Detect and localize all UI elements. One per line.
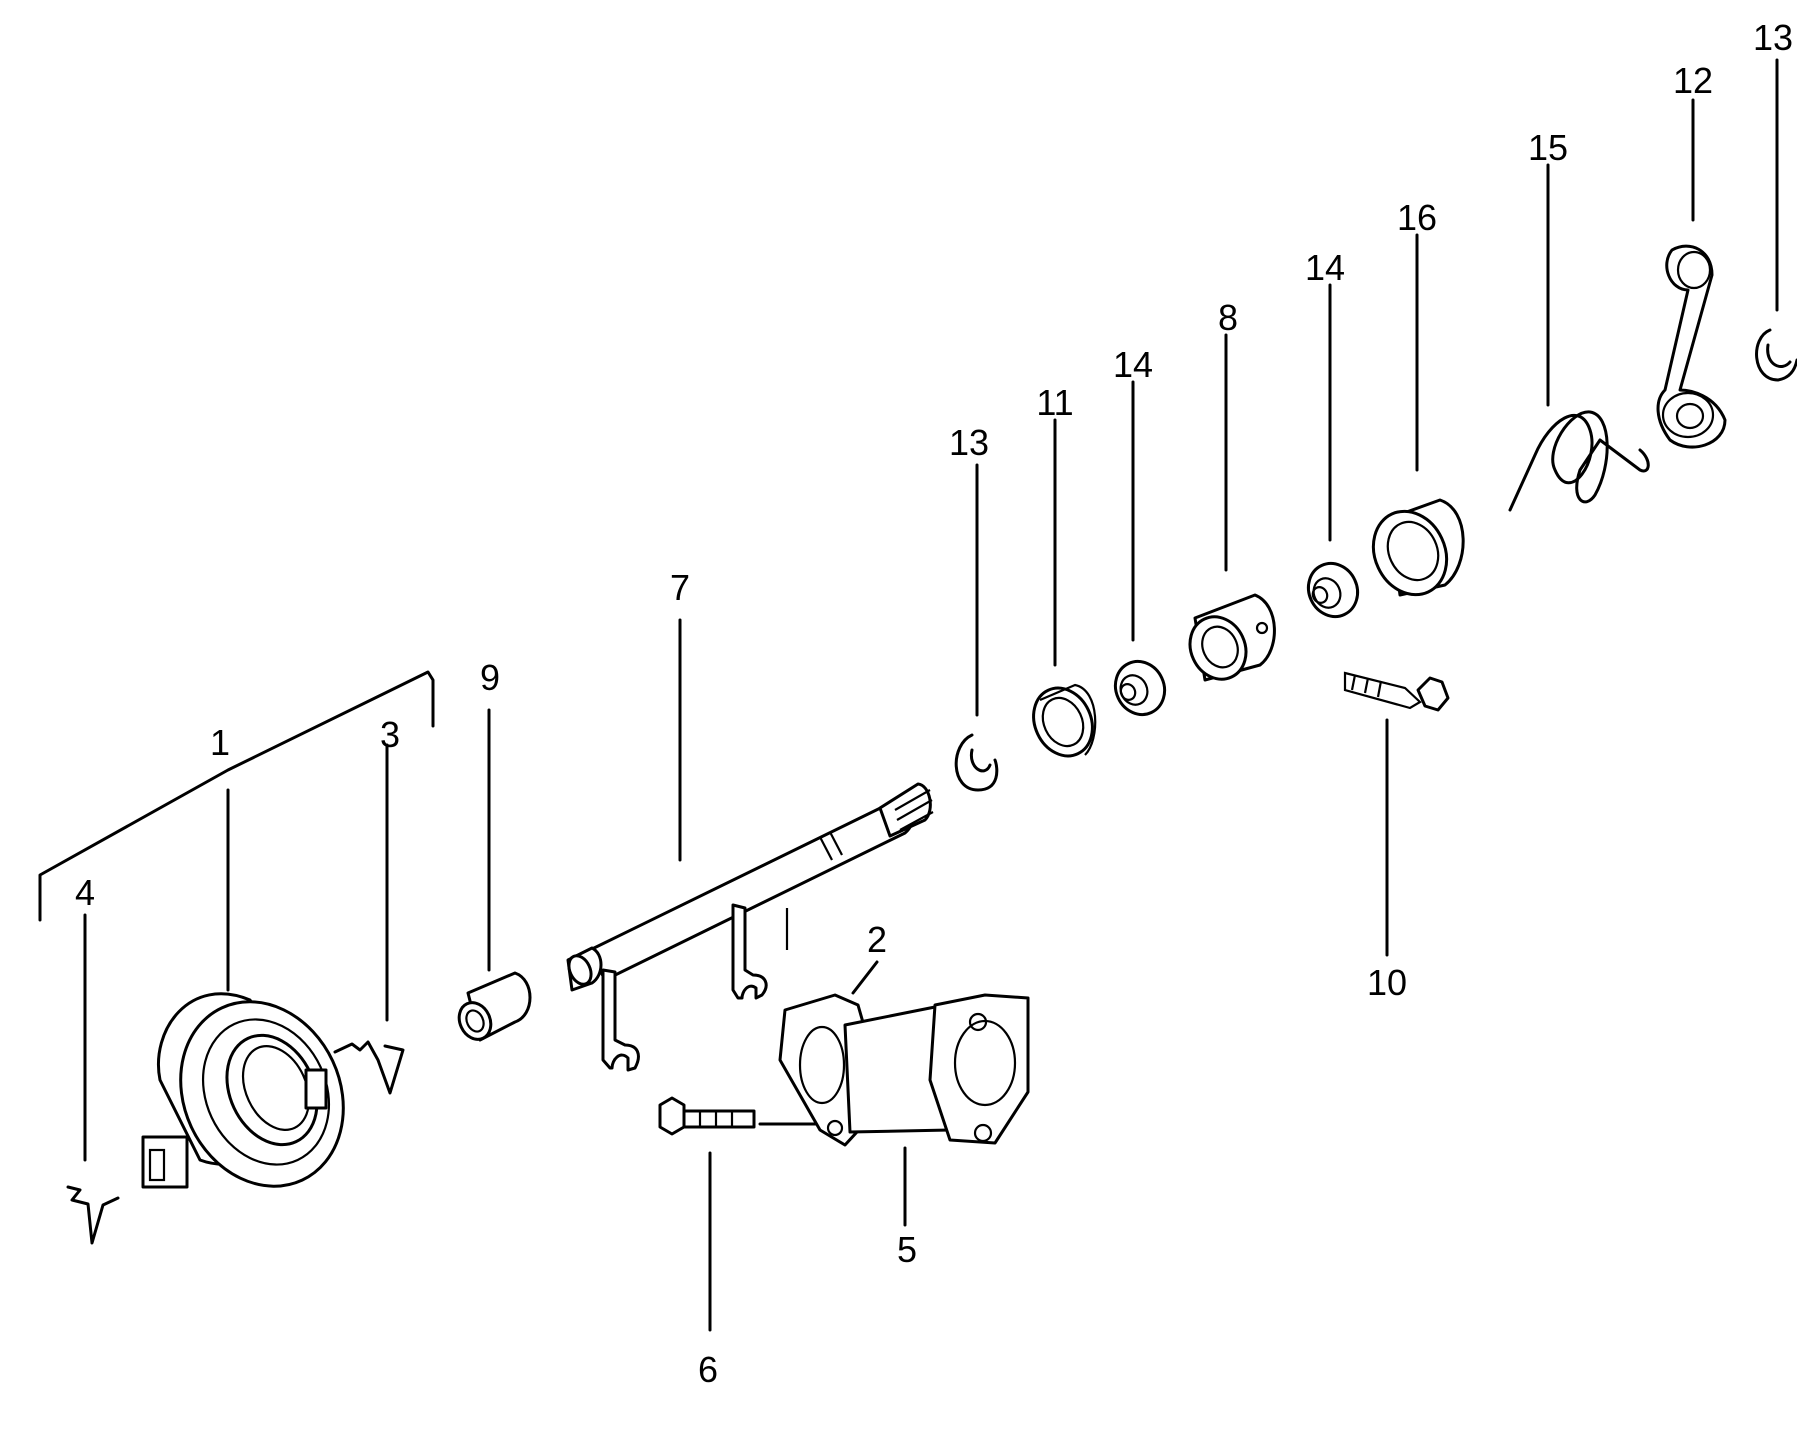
rubber-bush-icon-right: [1306, 562, 1360, 618]
return-spring-icon: [1508, 410, 1650, 512]
label-part-6: 6: [698, 1349, 718, 1390]
label-part-16: 16: [1397, 197, 1437, 238]
circlip-icon-left: [954, 733, 999, 792]
retaining-clip-icon: [66, 1185, 120, 1245]
label-part-13-left: 13: [949, 422, 989, 463]
bolt-icon: [658, 1096, 756, 1136]
label-part-4: 4: [75, 872, 95, 913]
label-part-5: 5: [897, 1229, 917, 1270]
label-part-15: 15: [1528, 127, 1568, 168]
bushing-icon: [1188, 593, 1276, 682]
label-part-7: 7: [670, 567, 690, 608]
release-lever-icon: [1656, 244, 1727, 449]
label-part-8: 8: [1218, 297, 1238, 338]
bushing-small-icon: [457, 971, 532, 1042]
release-bearing-icon: [141, 992, 345, 1189]
bearing-bush-icon: [1371, 498, 1465, 597]
label-part-3: 3: [380, 714, 400, 755]
group-bracket: [38, 670, 435, 922]
part-labels: 1 2 3 4 5 6 7 8 9 10 11 12 13 13 14 14 1…: [75, 17, 1793, 1390]
label-part-10: 10: [1367, 962, 1407, 1003]
leader-lines: [83, 58, 1779, 1332]
label-part-14-left: 14: [1113, 344, 1153, 385]
label-part-13-right: 13: [1753, 17, 1793, 58]
retaining-spring-icon: [333, 1040, 405, 1095]
guide-sleeve-icon: [778, 993, 1030, 1147]
seal-ring-icon: [1032, 683, 1097, 758]
label-part-2: 2: [867, 919, 887, 960]
label-part-14-right: 14: [1305, 247, 1345, 288]
label-part-9: 9: [480, 657, 500, 698]
rubber-bush-icon-left: [1113, 660, 1167, 716]
label-part-11: 11: [1036, 382, 1073, 423]
label-part-1: 1: [210, 722, 230, 763]
screw-icon: [1343, 671, 1450, 712]
circlip-icon-right: [1755, 328, 1797, 382]
release-shaft-icon: [566, 782, 934, 1072]
label-part-12: 12: [1673, 60, 1713, 101]
